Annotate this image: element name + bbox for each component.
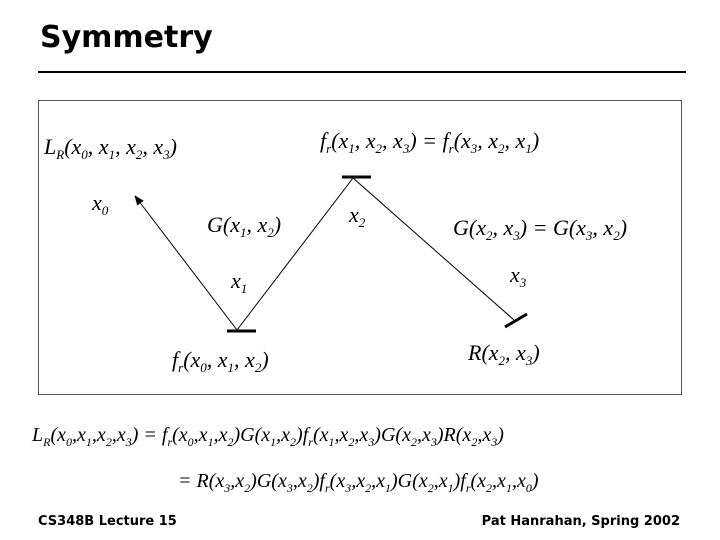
footer-author: Pat Hanrahan, Spring 2002 xyxy=(481,514,680,529)
path-segment-x1-x2 xyxy=(236,177,354,331)
equation-line-2: = R(x3,x2)G(x3,x2)fr(x3,x2,x1)G(x2,x1)fr… xyxy=(178,470,539,495)
title-divider xyxy=(38,71,686,73)
x1-label: x1 xyxy=(231,268,248,296)
surface-x3 xyxy=(504,312,528,329)
path-segment-x2-x3 xyxy=(352,177,515,321)
emission-label: R(x2, x3) xyxy=(468,340,540,368)
geometry-symmetry-label: G(x2, x3) = G(x3, x2) xyxy=(453,215,628,243)
diagram-frame xyxy=(38,100,682,395)
x3-label: x3 xyxy=(510,262,527,290)
x0-label: x0 xyxy=(92,190,109,218)
radiance-label: LR(x0, x1, x2, x3) xyxy=(44,134,177,162)
brdf-symmetry-label: fr(x1, x2, x3) = fr(x3, x2, x1) xyxy=(320,128,540,156)
geometry-term-label: G(x1, x2) xyxy=(207,212,282,240)
brdf-label: fr(x0, x1, x2) xyxy=(172,347,269,375)
path-segment-x1-x0 xyxy=(134,195,238,331)
equation-line-1: LR(x0,x1,x2,x3) = fr(x0,x1,x2)G(x1,x2)fr… xyxy=(32,424,504,449)
footer-course: CS348B Lecture 15 xyxy=(38,514,177,529)
x2-label: x2 xyxy=(349,202,366,230)
slide-title: Symmetry xyxy=(40,20,213,55)
